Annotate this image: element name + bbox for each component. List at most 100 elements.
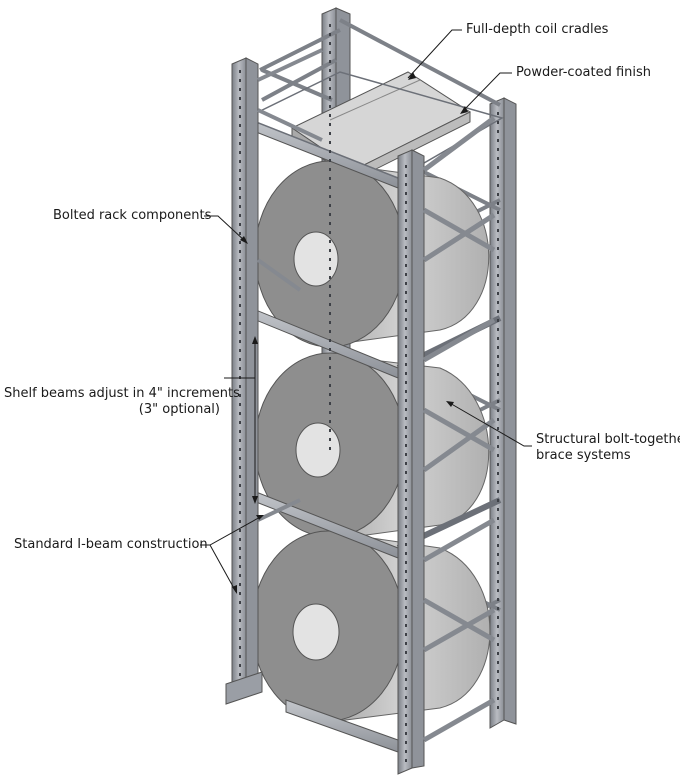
bolt-hole (497, 697, 499, 700)
bolt-hole (497, 607, 499, 610)
bolt-hole (239, 664, 241, 667)
bolt-hole (239, 151, 241, 154)
bolt-hole (405, 291, 407, 294)
bolt-hole (329, 96, 331, 99)
bolt-hole (405, 561, 407, 564)
leader-lines (200, 29, 532, 594)
bolt-hole (239, 178, 241, 181)
bolt-hole (329, 159, 331, 162)
bolt-hole (239, 403, 241, 406)
bolt-hole (497, 148, 499, 151)
back-right-upright (489, 97, 505, 729)
bolt-hole (405, 723, 407, 726)
bolt-hole (329, 42, 331, 45)
bolt-hole (405, 399, 407, 402)
bolt-hole (239, 142, 241, 145)
bolt-hole (239, 88, 241, 91)
bolt-hole (497, 184, 499, 187)
bolt-hole (497, 391, 499, 394)
bolt-hole (405, 534, 407, 537)
bolt-hole (497, 427, 499, 430)
bolt-hole (405, 237, 407, 240)
bolt-hole (239, 304, 241, 307)
bolt-hole (239, 538, 241, 541)
bolt-hole (497, 499, 499, 502)
bolt-hole (497, 121, 499, 124)
bolt-hole (239, 277, 241, 280)
bolt-hole (497, 211, 499, 214)
bolt-hole (239, 367, 241, 370)
bolt-hole (239, 475, 241, 478)
bolt-hole (239, 637, 241, 640)
bolt-hole (497, 688, 499, 691)
bolt-hole (329, 384, 331, 387)
bolt-hole (329, 258, 331, 261)
bolt-hole (329, 366, 331, 369)
bolt-hole (329, 105, 331, 108)
label-shelf-beams-line2: (3" optional) (138, 402, 220, 417)
bolt-hole (329, 60, 331, 63)
bolt-hole (405, 471, 407, 474)
bolt-hole (405, 345, 407, 348)
bolt-hole (497, 589, 499, 592)
bolt-hole (239, 223, 241, 226)
bolt-hole (497, 139, 499, 142)
bolt-hole (497, 373, 499, 376)
bolt-hole (329, 24, 331, 27)
bolt-hole (405, 354, 407, 357)
bolt-hole (405, 489, 407, 492)
bolt-hole (497, 598, 499, 601)
bolt-hole (239, 70, 241, 73)
bolt-hole (239, 439, 241, 442)
bolt-hole (405, 381, 407, 384)
bolt-hole (329, 402, 331, 405)
label-structural-brace-line1: Structural bolt-together (536, 432, 680, 447)
bolt-hole (405, 498, 407, 501)
bolt-hole (239, 187, 241, 190)
bolt-hole (497, 409, 499, 412)
bolt-hole (497, 238, 499, 241)
bolt-hole (497, 283, 499, 286)
bolt-hole (329, 132, 331, 135)
bolt-hole (329, 186, 331, 189)
bolt-hole (405, 300, 407, 303)
bolt-hole (497, 346, 499, 349)
bolt-hole (405, 408, 407, 411)
bolt-hole (497, 157, 499, 160)
bolt-hole (239, 412, 241, 415)
bolt-hole (405, 282, 407, 285)
bolt-hole (497, 553, 499, 556)
bolt-hole (405, 669, 407, 672)
bolt-hole (239, 493, 241, 496)
leader-coil-cradles (407, 29, 462, 79)
bolt-hole (405, 516, 407, 519)
bolt-hole (405, 327, 407, 330)
bolt-hole (239, 385, 241, 388)
bolt-hole (329, 393, 331, 396)
bolt-hole (497, 571, 499, 574)
bolt-hole (405, 219, 407, 222)
back-right-upright-flange (503, 97, 517, 725)
bolt-hole (405, 588, 407, 591)
bolt-hole (497, 616, 499, 619)
bolt-hole (405, 660, 407, 663)
bolt-hole (405, 741, 407, 744)
bolt-hole (405, 201, 407, 204)
bolt-hole (239, 610, 241, 613)
bolt-hole (497, 175, 499, 178)
bolt-hole (405, 309, 407, 312)
bolt-hole (497, 508, 499, 511)
bolt-hole (239, 619, 241, 622)
bolt-hole (497, 166, 499, 169)
bolt-hole (405, 750, 407, 753)
bolt-hole (405, 507, 407, 510)
bolt-hole (497, 526, 499, 529)
bolt-hole (239, 313, 241, 316)
bolt-hole (497, 652, 499, 655)
bolt-hole (497, 319, 499, 322)
label-structural-brace-line2: brace systems (536, 448, 631, 463)
bolt-hole (405, 606, 407, 609)
bolt-hole (329, 375, 331, 378)
bolt-hole (239, 655, 241, 658)
